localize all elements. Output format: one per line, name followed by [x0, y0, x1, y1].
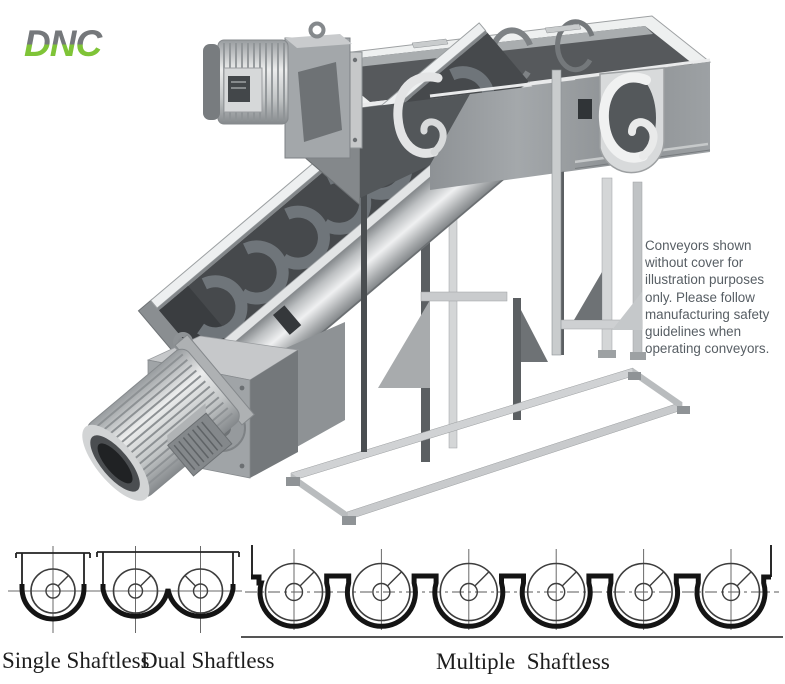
foot-pad: [628, 372, 641, 380]
end-walls: [251, 545, 772, 577]
trough-nameplate: [272, 305, 302, 335]
centerlines: [293, 549, 732, 630]
support-frame: [286, 100, 690, 525]
eyebolt: [308, 21, 326, 39]
frame-post: [421, 112, 430, 462]
radius-line: [57, 575, 69, 587]
brand-logo[interactable]: DNC: [24, 23, 104, 64]
frame-post: [513, 298, 521, 420]
rim-slot: [411, 38, 449, 49]
bolt: [352, 137, 358, 143]
foot-pad: [598, 350, 616, 358]
radius-line: [184, 575, 196, 587]
spiral-centers: [284, 582, 741, 602]
inner-spiral-hint: [555, 19, 595, 73]
electric-motor-bottom: [82, 334, 255, 501]
dual-shaftless-label: Dual Shaftless: [141, 648, 275, 673]
single-shaftless-diagram: [8, 546, 98, 633]
base-rail: [291, 473, 347, 520]
motor-fins: [96, 353, 233, 487]
base-rail: [633, 368, 682, 410]
end-opening: [606, 74, 656, 162]
top-drive: [203, 21, 363, 159]
rim-slot: [544, 23, 582, 34]
terminal-box-ribs: [173, 421, 223, 471]
spiral-flight: [197, 275, 248, 340]
gusset-plate: [574, 272, 602, 320]
spiral-outlines: [264, 562, 761, 622]
foot-pad: [342, 516, 356, 525]
multiple-shaftless-diagram: [241, 545, 783, 638]
spiral-coil-outer: [393, 72, 443, 158]
spiral-center: [45, 583, 61, 599]
terminal-box-top: [167, 403, 207, 446]
gearbox-panel: [298, 62, 342, 142]
single-shaftless-label: Single Shaftless: [2, 648, 150, 673]
multiple-shaftless-label: Multiple Shaftless: [436, 649, 610, 674]
spiral-flight: [238, 240, 289, 305]
radius-lines: [299, 571, 752, 587]
motor-fan-center: [97, 443, 133, 484]
trough-walls: [15, 552, 91, 585]
motor-end-cap: [203, 44, 220, 120]
trough-liner: [251, 573, 771, 629]
cross-section-diagrams: [8, 545, 783, 638]
nameplate: [578, 99, 592, 119]
spiral-coil-outer: [598, 72, 651, 163]
trough-liner: [19, 584, 87, 622]
spiral-coil-inner: [420, 118, 447, 156]
spiral-coil-inner: [628, 118, 658, 160]
frame-post: [361, 160, 367, 452]
gusset-plate: [378, 300, 430, 388]
dual-shaftless-diagram: [94, 546, 242, 633]
bolt: [239, 385, 245, 391]
spiral-flight: [279, 205, 330, 270]
gearbox-top: [285, 34, 352, 48]
trough-front-face: [430, 81, 575, 190]
spiral-center: [192, 583, 209, 599]
terminal-panel: [228, 76, 250, 102]
discharge-end-spiral: [598, 67, 665, 174]
terminal-box: [167, 412, 233, 477]
rim-edge-highlight: [429, 77, 576, 98]
gusset-plate: [521, 310, 548, 362]
radius-line: [140, 575, 152, 587]
bolt: [239, 463, 245, 469]
foot-pad: [286, 477, 300, 486]
foot-pad: [630, 352, 646, 360]
trough-liner: [100, 584, 236, 619]
frame-brace: [420, 291, 508, 302]
gearbox-side: [250, 350, 298, 478]
trough-walls: [96, 551, 240, 585]
electric-motor-top: [203, 39, 289, 125]
spiral-center: [127, 583, 144, 599]
spiral-outline: [112, 568, 159, 614]
gusset-plate: [612, 292, 642, 330]
foot-pad: [677, 406, 690, 414]
spiral-outline: [177, 568, 224, 614]
frame-post: [551, 69, 562, 356]
spiral-outline: [30, 568, 76, 614]
safety-notice-text: Conveyors shown without cover for illust…: [645, 238, 770, 357]
bolt: [352, 57, 358, 63]
bottom-drive: [82, 322, 345, 501]
